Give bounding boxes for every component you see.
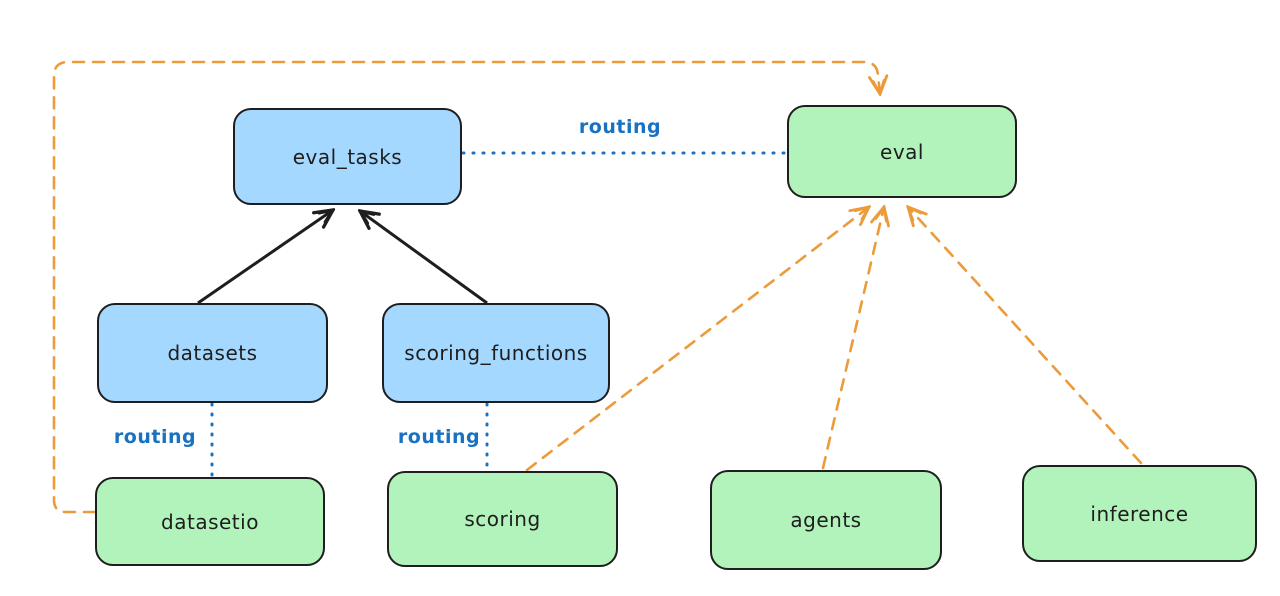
edge-scoring-to-eval (525, 207, 869, 472)
edge-datasets-to-eval-tasks (197, 210, 333, 305)
edge-agents-to-eval (821, 207, 884, 470)
node-agents: agents (710, 470, 942, 570)
node-eval-label: eval (880, 139, 924, 164)
node-datasets-label: datasets (167, 341, 258, 365)
edge-scoring-functions-to-eval-tasks (360, 211, 488, 305)
node-datasetio-label: datasetio (161, 509, 259, 534)
node-agents-label: agents (790, 508, 862, 532)
node-eval-tasks-label: eval_tasks (292, 144, 403, 169)
node-scoring-functions-label: scoring_functions (404, 341, 588, 365)
node-eval: eval (787, 105, 1017, 198)
edge-label-routing-scoring-functions-scoring: routing (397, 426, 481, 448)
node-scoring: scoring (387, 471, 618, 567)
edge-datasetio-to-eval (52, 60, 880, 514)
edge-label-routing-datasets-datasetio: routing (113, 426, 197, 448)
node-inference: inference (1022, 465, 1257, 562)
node-scoring-label: scoring (464, 507, 541, 531)
node-inference-label: inference (1090, 501, 1189, 526)
node-datasetio: datasetio (95, 477, 325, 566)
node-datasets: datasets (97, 303, 328, 403)
node-eval-tasks: eval_tasks (233, 108, 462, 205)
node-scoring-functions: scoring_functions (382, 303, 610, 403)
edge-label-routing-eval-tasks-eval: routing (578, 116, 662, 138)
edge-inference-to-eval (908, 207, 1143, 465)
